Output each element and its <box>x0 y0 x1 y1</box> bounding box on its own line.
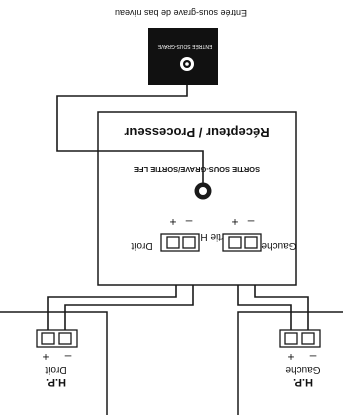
receiver-right-plus-sign: + <box>169 215 176 229</box>
speaker-left-minus-sign: – <box>309 350 316 364</box>
receiver-title: Récepteur / Processeur <box>124 125 269 140</box>
speaker-right-terminal-minus <box>58 332 72 345</box>
receiver-right-terminal-minus <box>182 236 196 249</box>
speaker-left-plus-sign: + <box>287 350 294 364</box>
speaker-output-label: Sortie H.P. <box>189 231 236 242</box>
receiver-right-terminal-plus <box>166 236 180 249</box>
speaker-right-terminal-plus <box>41 332 55 345</box>
speaker-left-terminal-plus <box>284 332 298 345</box>
receiver-right-minus-sign: – <box>185 215 192 229</box>
speaker-right: H.P. Droit – + <box>0 311 108 415</box>
receiver-left-plus-sign: + <box>231 215 238 229</box>
receiver-left-label: Gauche <box>261 240 296 251</box>
speaker-right-title: H.P. <box>46 376 66 388</box>
receiver-box <box>97 111 297 286</box>
subwoofer-input-jack-center <box>185 62 189 66</box>
subwoofer-caption: Entrée sous-grave de bas niveau <box>115 8 247 18</box>
subwoofer-input: ENTRÉE SOUS-GRAVE <box>148 28 218 85</box>
speaker-right-side-label: Droit <box>45 364 66 375</box>
speaker-right-box <box>0 311 108 415</box>
receiver-left-minus-sign: – <box>247 215 254 229</box>
sub-out-label: SORTIE SOUS-GRAVE/SORTIE LFE <box>134 165 260 174</box>
speaker-right-minus-sign: – <box>64 350 71 364</box>
subwoofer-cable <box>56 85 204 183</box>
speaker-right-plus-sign: + <box>42 350 49 364</box>
subwoofer-input-box <box>148 28 218 85</box>
receiver-left-terminal-plus <box>228 236 242 249</box>
receiver-right-label: Droit <box>131 240 152 251</box>
receiver-processor: Droit Gauche Sortie H.P. – + – + SORTIE … <box>97 111 297 286</box>
speaker-left-side-label: Gauche <box>285 364 320 375</box>
speaker-left-terminal-minus <box>301 332 315 345</box>
sub-out-jack-center <box>198 186 208 196</box>
speaker-left-title: H.P. <box>293 376 313 388</box>
receiver-left-terminal-minus <box>244 236 258 249</box>
subwoofer-input-label: ENTRÉE SOUS-GRAVE <box>157 43 212 50</box>
